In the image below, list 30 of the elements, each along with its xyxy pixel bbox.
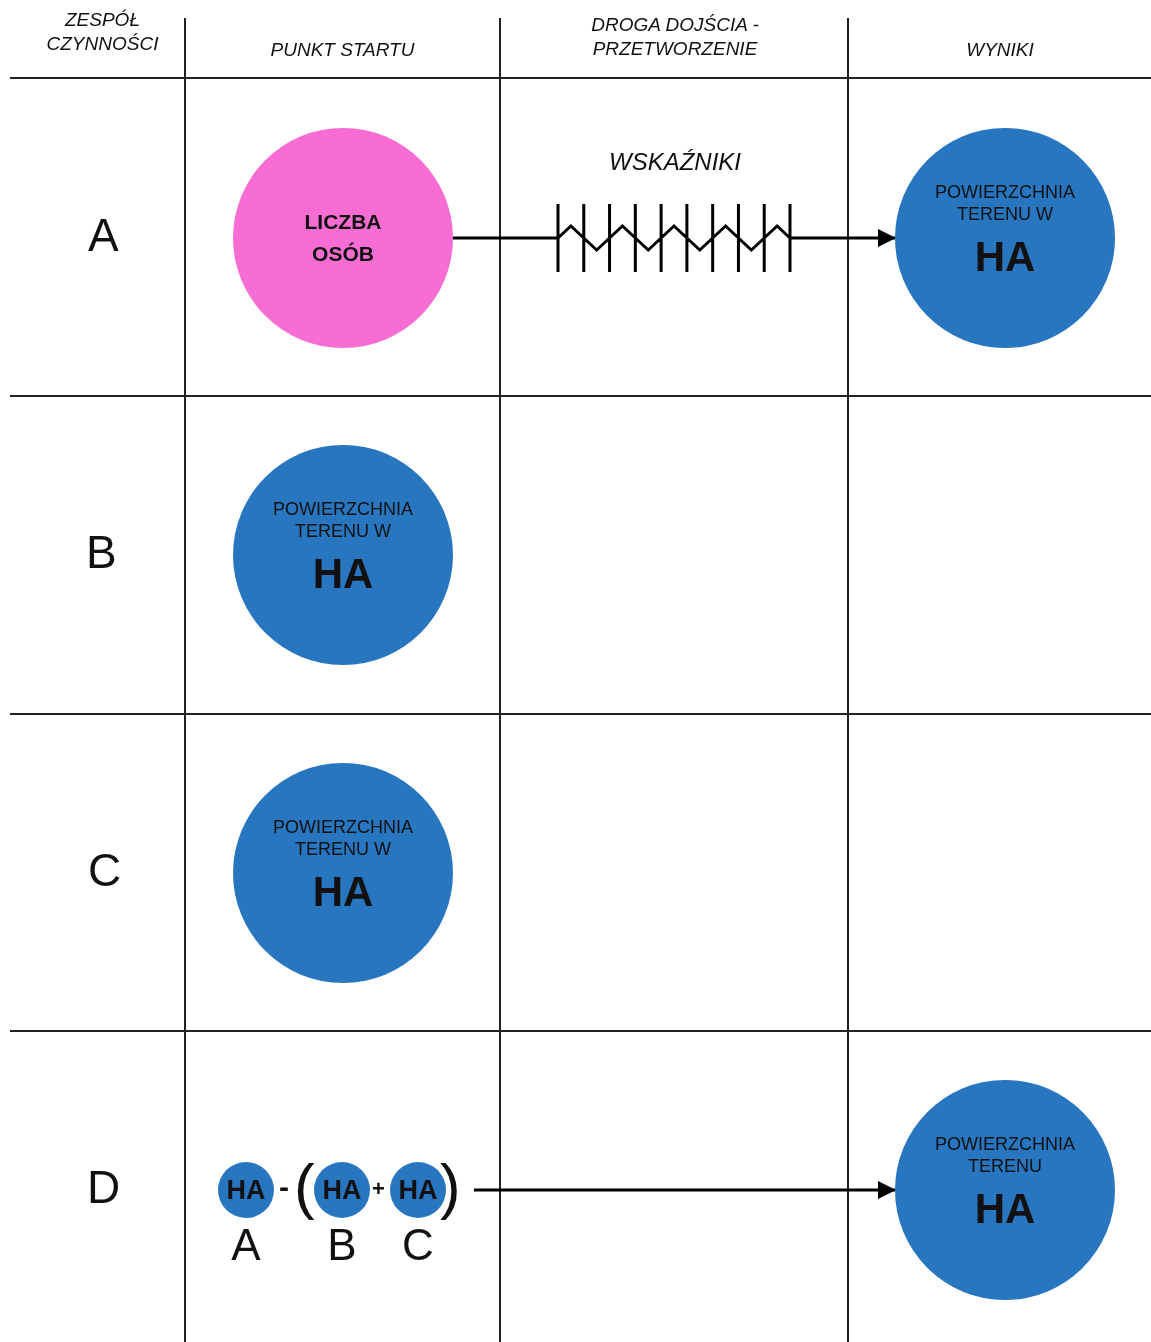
circle-caption: B <box>326 1220 358 1270</box>
node-caption: POWIERZCHNIA TERENU W <box>272 816 414 860</box>
row-label: C <box>88 843 123 897</box>
indicator-arrow <box>451 202 897 274</box>
circle-caption: A <box>230 1220 262 1270</box>
arrow <box>474 1181 896 1199</box>
circle-node <box>218 1162 274 1218</box>
row-label: B <box>86 525 118 579</box>
unit-label: HA <box>974 1185 1036 1233</box>
unit-label: HA <box>312 550 374 598</box>
plus-sign: + <box>372 1176 386 1202</box>
row-label: D <box>87 1160 122 1214</box>
node-title: HA <box>226 1174 266 1206</box>
node-caption: POWIERZCHNIA TERENU <box>934 1133 1076 1177</box>
circle-node <box>314 1162 370 1218</box>
row-label: A <box>88 208 120 262</box>
column-header: WYNIKI <box>965 38 1035 62</box>
column-header: PUNKT STARTU <box>269 38 416 62</box>
opening-parenthesis: ( <box>294 1150 316 1221</box>
circle-caption: C <box>401 1220 435 1270</box>
node-title: HA <box>322 1174 362 1206</box>
unit-label: HA <box>974 233 1036 281</box>
node-title: LICZBA OSÓB <box>303 209 383 267</box>
node-caption: POWIERZCHNIA TERENU W <box>272 498 414 542</box>
column-header: DROGA DOJŚCIA -PRZETWORZENIE <box>590 13 760 61</box>
node-title: HA <box>398 1174 438 1206</box>
column-header: ZESPÓŁ CZYNNOŚCI <box>45 8 160 56</box>
minus-sign: - <box>279 1170 290 1204</box>
unit-label: HA <box>312 868 374 916</box>
node-caption: POWIERZCHNIA TERENU W <box>934 181 1076 225</box>
